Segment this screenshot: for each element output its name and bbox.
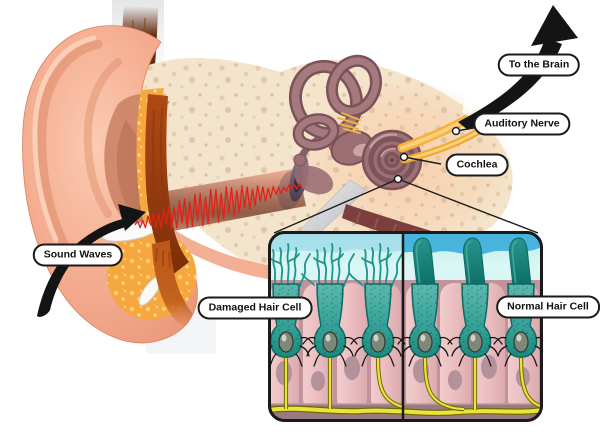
sound-wave-graphic — [134, 182, 303, 230]
inset-border — [268, 231, 543, 422]
label-cochlea: Cochlea — [445, 153, 509, 177]
label-sound-waves: Sound Waves — [32, 243, 124, 267]
label-to-the-brain: To the Brain — [497, 53, 581, 77]
nerve-fibers — [268, 357, 543, 417]
hair-cell-inset — [268, 231, 543, 422]
label-damaged-hair-cell: Damaged Hair Cell — [197, 296, 313, 320]
canal-entrance — [145, 94, 193, 328]
label-normal-hair-cell: Normal Hair Cell — [496, 295, 600, 319]
semicircular-canals — [289, 54, 382, 151]
promontory — [294, 165, 334, 195]
label-auditory-nerve: Auditory Nerve — [473, 112, 571, 136]
sound-waves-arrow-icon — [37, 204, 146, 317]
leader-dots — [393, 126, 461, 184]
